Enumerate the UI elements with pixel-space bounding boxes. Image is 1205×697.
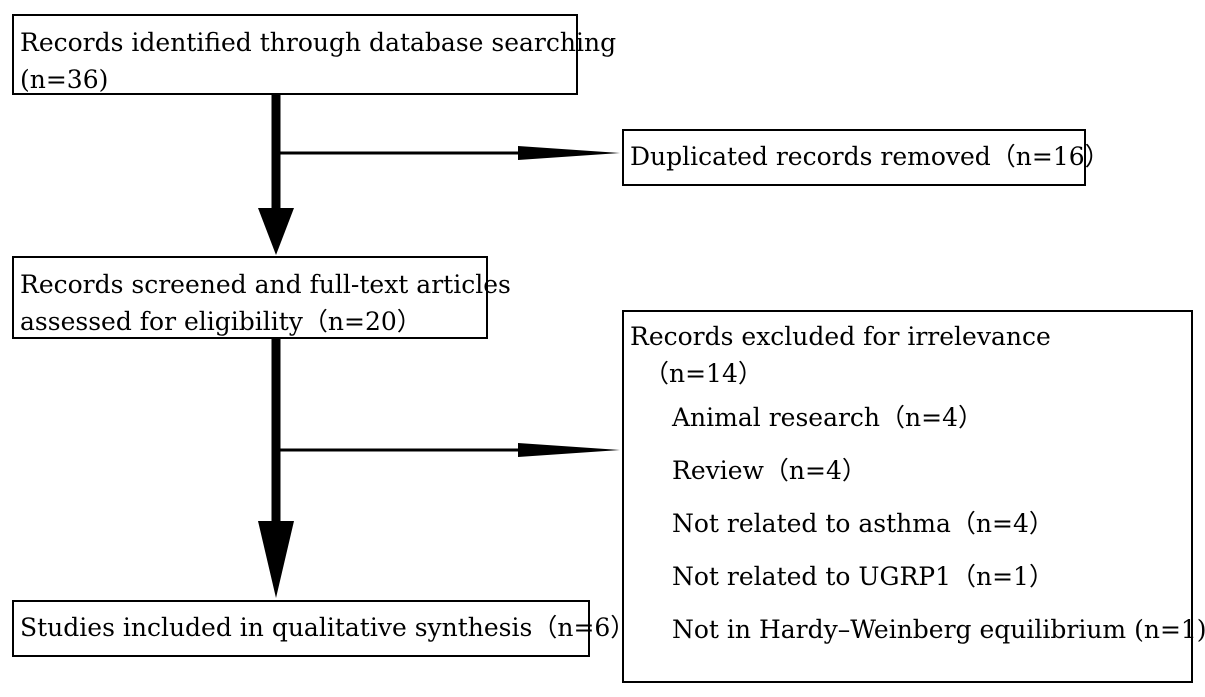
records-screened-box: Records screened and full-text articles … [12,256,511,339]
records-identified-line2: (n=36) [20,65,109,94]
studies-included-text: Studies included in qualitative synthesi… [20,613,636,642]
studies-included-box: Studies included in qualitative synthesi… [12,600,636,657]
records-excluded-count: （n=14） [644,359,763,388]
exclusion-reason-item: Not related to UGRP1（n=1） [672,562,1054,591]
records-screened-line1: Records screened and full-text articles [20,270,511,299]
exclusion-reason-item: Animal research（n=4） [672,403,983,432]
main-flow-arrowhead-2 [258,521,294,598]
records-excluded-box: Records excluded for irrelevance （n=14） … [622,310,1205,683]
exclusion-reasons-list: Animal research（n=4） Review（n=4） Not rel… [630,392,1205,645]
duplicates-removed-box: Duplicated records removed（n=16） [622,129,1110,186]
exclusion-reason-item: Not in Hardy–Weinberg equilibrium (n=1) [672,615,1205,644]
records-identified-box: Records identified through database sear… [12,14,617,95]
side-flow-arrowhead-1 [518,146,620,160]
records-excluded-title: Records excluded for irrelevance [630,322,1051,351]
side-flow-arrowhead-2 [518,443,620,457]
duplicates-removed-text: Duplicated records removed（n=16） [630,142,1110,171]
exclusion-reason-item: Review（n=4） [672,456,867,485]
records-screened-line2: assessed for eligibility（n=20） [20,307,422,336]
records-identified-line1: Records identified through database sear… [20,28,617,57]
main-flow-arrowhead-1 [258,208,294,255]
exclusion-reason-item: Not related to asthma（n=4） [672,509,1054,538]
